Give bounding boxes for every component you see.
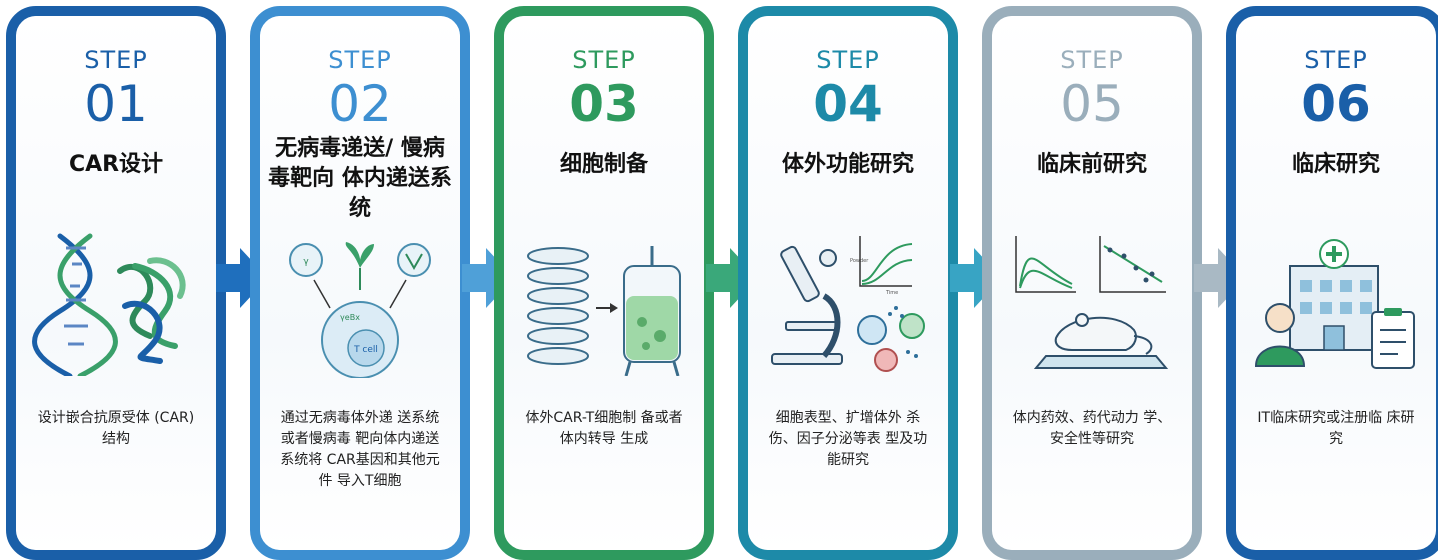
step-description: 通过无病毒体外递 送系统或者慢病毒 靶向体内递送系统将 CAR基因和其他元件 导… xyxy=(280,410,440,489)
step-number: 02 xyxy=(328,75,392,133)
step-label: STEP xyxy=(816,46,880,74)
culture-bioreactor-icon xyxy=(518,226,690,377)
arrow-right-icon xyxy=(706,248,758,308)
step-label: STEP xyxy=(1304,46,1368,74)
step-card-06: STEP 06 临床研究 IT临床研究或注册临 床研究 xyxy=(1226,6,1438,560)
step-label: STEP xyxy=(328,46,392,74)
mouse-chart-icon xyxy=(1006,226,1178,376)
step-number: 01 xyxy=(84,75,148,133)
step-label: STEP xyxy=(572,46,636,74)
step-description: 细胞表型、扩增体外 杀伤、因子分泌等表 型及功能研究 xyxy=(768,410,928,468)
arrow-right-icon xyxy=(216,248,268,308)
axis-x-label: Time xyxy=(885,290,898,296)
svg-text:γ: γ xyxy=(303,257,309,267)
step-label: STEP xyxy=(84,46,148,74)
arrow-right-icon xyxy=(1194,248,1246,308)
dna-protein-icon xyxy=(30,226,202,379)
step-number: 04 xyxy=(813,75,883,133)
step-title: 细胞制备 xyxy=(559,152,648,177)
step-title: 临床研究 xyxy=(1291,152,1380,177)
step-card-03: STEP 03 细胞制备 xyxy=(494,6,714,560)
arrow-right-icon xyxy=(462,248,514,308)
step-card-05: STEP 05 临床前研究 体内药效、药代动力 学、安全性等研究 xyxy=(982,6,1202,560)
step-number: 03 xyxy=(569,75,639,133)
step-description: 体内药效、药代动力 学、安全性等研究 xyxy=(1012,410,1172,447)
step-card-04: STEP 04 体外功能研究 Powder Time xyxy=(738,6,958,560)
step-number: 06 xyxy=(1301,75,1371,133)
step-title: 体外功能研究 xyxy=(781,152,914,177)
step-description: 体外CAR-T细胞制 备或者体内转导 生成 xyxy=(525,410,683,447)
arrow-right-icon xyxy=(950,248,1002,308)
vector-label: γeBx xyxy=(340,313,360,322)
step-title: 无病毒递送/ 慢病毒靶向 体内递送系统 xyxy=(268,136,452,221)
step-description: IT临床研究或注册临 床研究 xyxy=(1257,410,1415,447)
step-label: STEP xyxy=(1060,46,1124,74)
cell-label: T cell xyxy=(353,345,378,355)
virus-cell-delivery-icon: γ T cell γeBx xyxy=(274,238,446,388)
hospital-patient-icon xyxy=(1250,226,1422,376)
step-description: 设计嵌合抗原受体 (CAR)结构 xyxy=(37,410,195,447)
step-card-02: STEP 02 无病毒递送/ 慢病毒靶向 体内递送系统 γ T cell γeB… xyxy=(250,6,470,560)
microscope-cells-icon: Powder Time xyxy=(762,226,934,376)
step-number: 05 xyxy=(1060,75,1124,133)
step-title: CAR设计 xyxy=(68,152,164,177)
step-card-01: STEP 01 CAR设计 xyxy=(6,6,226,560)
step-title: 临床前研究 xyxy=(1036,152,1147,177)
axis-y-label: Powder xyxy=(850,258,869,264)
